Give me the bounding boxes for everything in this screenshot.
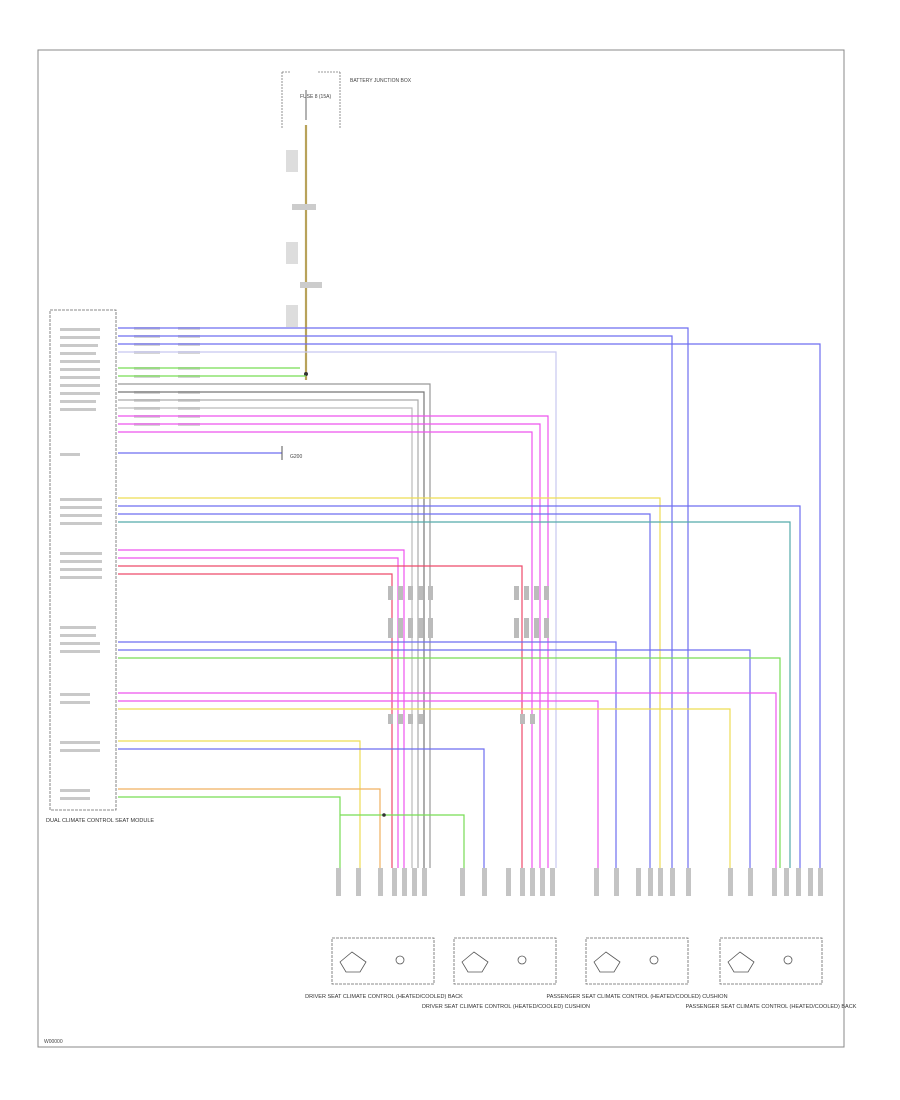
seat-element-3: PASSENGER SEAT CLIMATE CONTROL (HEATED/C… [546,937,728,1000]
seat-element-2: DRIVER SEAT CLIMATE CONTROL (HEATED/COOL… [422,937,590,1010]
seat-title-4: PASSENGER SEAT CLIMATE CONTROL (HEATED/C… [686,1004,857,1010]
battery-junction-box: BATTERY JUNCTION BOX FUSE 8 (15A) [281,70,412,128]
ground-label: G200 [290,454,302,460]
ground-branch: G200 [118,446,302,460]
lower-wire-bundle [118,641,781,868]
seat-title-2: DRIVER SEAT CLIMATE CONTROL (HEATED/COOL… [422,1004,590,1010]
seat-title-1: DRIVER SEAT CLIMATE CONTROL (HEATED/COOL… [305,994,463,1000]
seat-element-1: DRIVER SEAT CLIMATE CONTROL (HEATED/COOL… [305,937,463,1000]
page-code: W00000 [44,1039,63,1045]
module-pin-labels [60,328,102,800]
middle-wire-bundle [118,497,801,868]
fuse-label: FUSE 8 (15A) [300,94,331,100]
battery-junction-box-title: BATTERY JUNCTION BOX [350,78,412,84]
seat-connectors [336,868,823,896]
seat-element-4: PASSENGER SEAT CLIMATE CONTROL (HEATED/C… [686,937,857,1010]
connector-blocks [388,586,549,724]
power-feed [286,125,322,380]
module-title: DUAL CLIMATE CONTROL SEAT MODULE [46,818,154,824]
seat-title-3: PASSENGER SEAT CLIMATE CONTROL (HEATED/C… [546,994,727,1000]
diagram-border [37,49,845,1048]
